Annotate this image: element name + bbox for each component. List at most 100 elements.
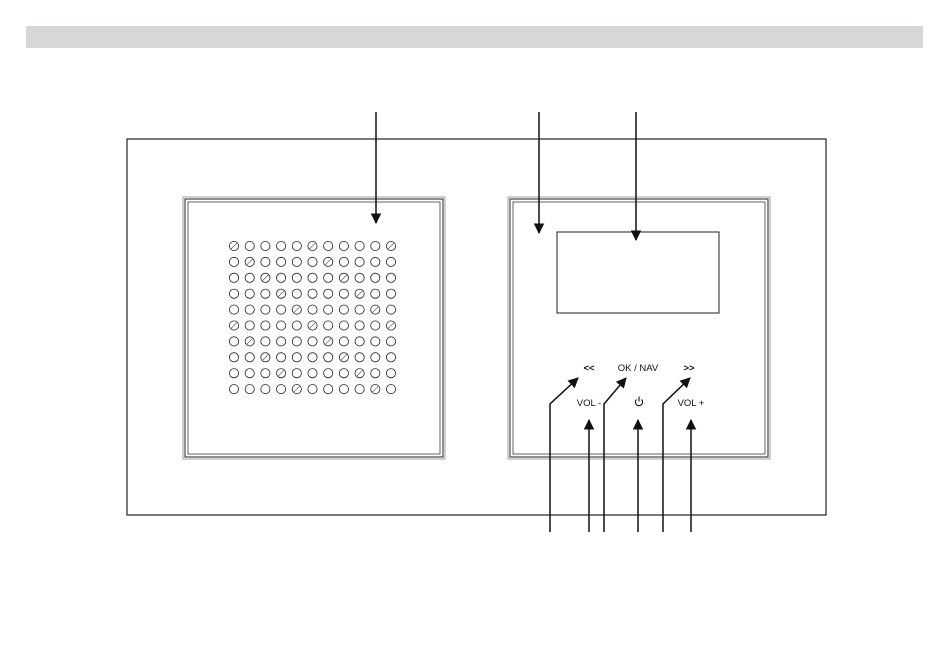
grille-hole [308, 289, 317, 298]
grille-hole [277, 273, 286, 282]
grille-hole [386, 353, 395, 362]
grille-hole [386, 305, 395, 314]
grille-hole-shade [247, 259, 253, 265]
grille-hole [324, 385, 333, 394]
grille-hole [292, 241, 301, 250]
grille-hole [371, 289, 380, 298]
grille-hole [245, 241, 254, 250]
grille-hole [355, 305, 364, 314]
grille-hole [324, 305, 333, 314]
grille-hole [371, 241, 380, 250]
prev-button-label[interactable]: << [583, 363, 595, 374]
grille-hole [308, 353, 317, 362]
grille-hole-shade [325, 259, 331, 265]
grille-hole-shade [294, 386, 300, 392]
grille-hole [245, 305, 254, 314]
grille-hole [324, 321, 333, 330]
grille-hole [386, 273, 395, 282]
grille-hole [245, 369, 254, 378]
speaker-module [183, 197, 445, 459]
grille-hole [386, 369, 395, 378]
grille-hole-shade [341, 275, 347, 281]
grille-hole [339, 321, 348, 330]
grille-hole [339, 385, 348, 394]
grille-hole [371, 353, 380, 362]
grille-hole [261, 257, 270, 266]
grille-hole [355, 385, 364, 394]
next-button-label[interactable]: >> [683, 363, 695, 374]
grille-hole [339, 241, 348, 250]
grille-hole [245, 353, 254, 362]
vol-plus-button-label[interactable]: VOL + [678, 398, 705, 409]
grille-hole [292, 273, 301, 282]
grille-hole [261, 289, 270, 298]
grille-hole [308, 273, 317, 282]
grille-hole [355, 337, 364, 346]
ok-nav-button-label[interactable]: OK / NAV [618, 363, 659, 374]
grille-hole-shade [263, 355, 269, 361]
display-screen [557, 232, 719, 313]
grille-hole-shade [278, 291, 284, 297]
grille-hole [308, 257, 317, 266]
grille-hole [355, 273, 364, 282]
vol-minus-button-label[interactable]: VOL - [577, 398, 601, 409]
grille-hole [324, 241, 333, 250]
grille-hole [371, 369, 380, 378]
grille-hole-shade [388, 323, 394, 329]
grille-hole [292, 257, 301, 266]
grille-hole-shade [231, 323, 237, 329]
grille-hole [261, 337, 270, 346]
control-module [508, 197, 770, 459]
grille-hole [386, 337, 395, 346]
grille-hole [339, 369, 348, 378]
grille-hole [386, 289, 395, 298]
grille-hole [292, 321, 301, 330]
grille-hole [339, 305, 348, 314]
grille-hole-shade [310, 243, 316, 249]
grille-hole [277, 241, 286, 250]
grille-hole-shade [373, 307, 379, 313]
grille-hole [371, 337, 380, 346]
grille-hole [355, 321, 364, 330]
grille-hole [229, 257, 238, 266]
grille-hole-shade [247, 339, 253, 345]
grille-hole [245, 321, 254, 330]
grille-hole [229, 273, 238, 282]
grille-hole-shade [231, 243, 237, 249]
grille-hole [386, 385, 395, 394]
grille-hole [371, 321, 380, 330]
grille-hole [277, 337, 286, 346]
grille-hole-shade [294, 307, 300, 313]
grille-hole-shade [278, 370, 284, 376]
grille-hole [324, 273, 333, 282]
grille-hole [261, 369, 270, 378]
grille-hole [308, 369, 317, 378]
grille-hole [261, 321, 270, 330]
grille-hole [371, 273, 380, 282]
grille-hole-shade [357, 291, 363, 297]
grille-hole-shade [388, 243, 394, 249]
grille-hole [386, 257, 395, 266]
grille-hole [277, 305, 286, 314]
grille-hole-shade [310, 323, 316, 329]
grille-hole-shade [357, 370, 363, 376]
grille-hole [229, 353, 238, 362]
grille-hole [308, 305, 317, 314]
power-icon[interactable] [635, 397, 642, 406]
callout-arrow-ok-nav [604, 378, 626, 532]
grille-hole [261, 385, 270, 394]
grille-hole [245, 385, 254, 394]
grille-hole [308, 385, 317, 394]
grille-hole [245, 273, 254, 282]
grille-hole [324, 289, 333, 298]
grille-hole [339, 289, 348, 298]
grille-hole [229, 385, 238, 394]
grille-hole-shade [325, 339, 331, 345]
grille-hole-shade [341, 355, 347, 361]
grille-hole [308, 337, 317, 346]
grille-hole [277, 321, 286, 330]
grille-hole [292, 369, 301, 378]
grille-hole [229, 369, 238, 378]
grille-hole [355, 257, 364, 266]
